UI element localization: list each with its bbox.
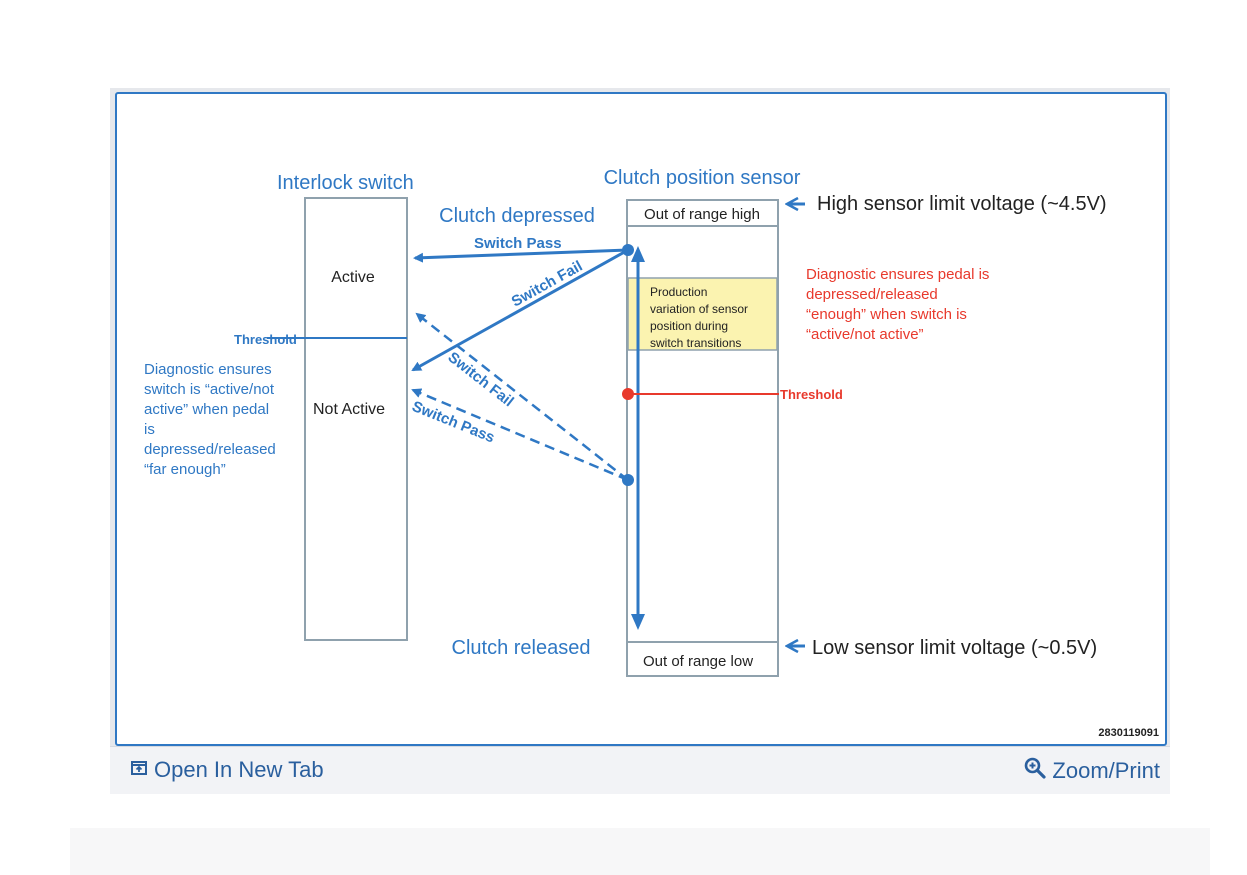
magnifier-icon bbox=[1024, 757, 1047, 785]
open-new-tab-label: Open In New Tab bbox=[154, 757, 324, 782]
zoom-print-label: Zoom/Print bbox=[1052, 758, 1160, 783]
left-diagnostic-note: Diagnostic ensures switch is “active/not… bbox=[144, 361, 276, 478]
interlock-switch-box bbox=[304, 197, 408, 641]
production-variation-line: variation of sensor bbox=[650, 302, 748, 316]
figure-viewer: Interlock switch Active Not Active Thres… bbox=[110, 88, 1170, 794]
switch-fail-bottom-arrow bbox=[415, 312, 629, 481]
switch-pass-bottom-arrow bbox=[411, 388, 629, 482]
figure-id: 2830119091 bbox=[1098, 727, 1159, 739]
note-right-line: “enough” when switch is bbox=[806, 306, 967, 323]
zoom-print-button[interactable]: Zoom/Print bbox=[1024, 757, 1160, 785]
note-right-line: Diagnostic ensures pedal is bbox=[806, 266, 989, 283]
clutch-sensor-title: Clutch position sensor bbox=[604, 167, 801, 189]
clutch-depressed-label: Clutch depressed bbox=[439, 205, 595, 227]
switch-pass-top-arrow bbox=[413, 248, 629, 263]
switch-pass-bottom-label: Switch Pass bbox=[410, 398, 498, 447]
note-left-line: “far enough” bbox=[144, 461, 226, 478]
clutch-released-label: Clutch released bbox=[452, 637, 591, 659]
out-of-range-low-label: Out of range low bbox=[643, 653, 753, 670]
clutch-diagnostic-diagram: Interlock switch Active Not Active Thres… bbox=[144, 167, 1159, 739]
right-diagnostic-note: Diagnostic ensures pedal is depressed/re… bbox=[806, 266, 989, 343]
sensor-threshold-point bbox=[622, 388, 634, 400]
diagram-frame: Interlock switch Active Not Active Thres… bbox=[115, 92, 1167, 746]
note-left-line: Diagnostic ensures bbox=[144, 361, 272, 378]
switch-fail-top-label: Switch Fail bbox=[509, 258, 586, 311]
sensor-travel-arrow-down bbox=[631, 614, 645, 630]
state-active-label: Active bbox=[331, 269, 375, 286]
production-variation-line: switch transitions bbox=[650, 336, 741, 350]
note-right-line: “active/not active” bbox=[806, 326, 924, 343]
interlock-switch-title: Interlock switch bbox=[277, 172, 414, 194]
viewer-footer: Open In New Tab Zoom/Print bbox=[110, 746, 1170, 794]
sensor-threshold-label: Threshold bbox=[780, 387, 843, 402]
note-left-line: switch is “active/not bbox=[144, 381, 275, 398]
note-right-line: depressed/released bbox=[806, 286, 938, 303]
production-variation-box bbox=[627, 277, 778, 351]
state-not-active-label: Not Active bbox=[313, 401, 385, 418]
low-limit-label: Low sensor limit voltage (~0.5V) bbox=[812, 637, 1097, 659]
production-variation-line: position during bbox=[650, 319, 728, 333]
interlock-threshold-label: Threshold bbox=[234, 332, 297, 347]
sensor-travel-arrow-up bbox=[631, 246, 645, 262]
production-variation-text: Production variation of sensor position … bbox=[650, 285, 748, 350]
note-left-line: is bbox=[144, 421, 155, 438]
note-left-line: depressed/released bbox=[144, 441, 276, 458]
clutch-sensor-box bbox=[626, 199, 779, 677]
switch-pass-top-label: Switch Pass bbox=[474, 235, 562, 252]
high-limit-label: High sensor limit voltage (~4.5V) bbox=[817, 193, 1107, 215]
production-variation-line: Production bbox=[650, 285, 707, 299]
switch-fail-top-arrow bbox=[411, 248, 629, 372]
open-new-tab-button[interactable]: Open In New Tab bbox=[130, 757, 324, 783]
open-new-tab-icon bbox=[130, 757, 148, 783]
out-of-range-high-label: Out of range high bbox=[644, 206, 760, 223]
note-left-line: active” when pedal bbox=[144, 401, 269, 418]
page-bottom-band bbox=[70, 828, 1210, 875]
switch-fail-bottom-label: Switch Fail bbox=[445, 349, 517, 411]
